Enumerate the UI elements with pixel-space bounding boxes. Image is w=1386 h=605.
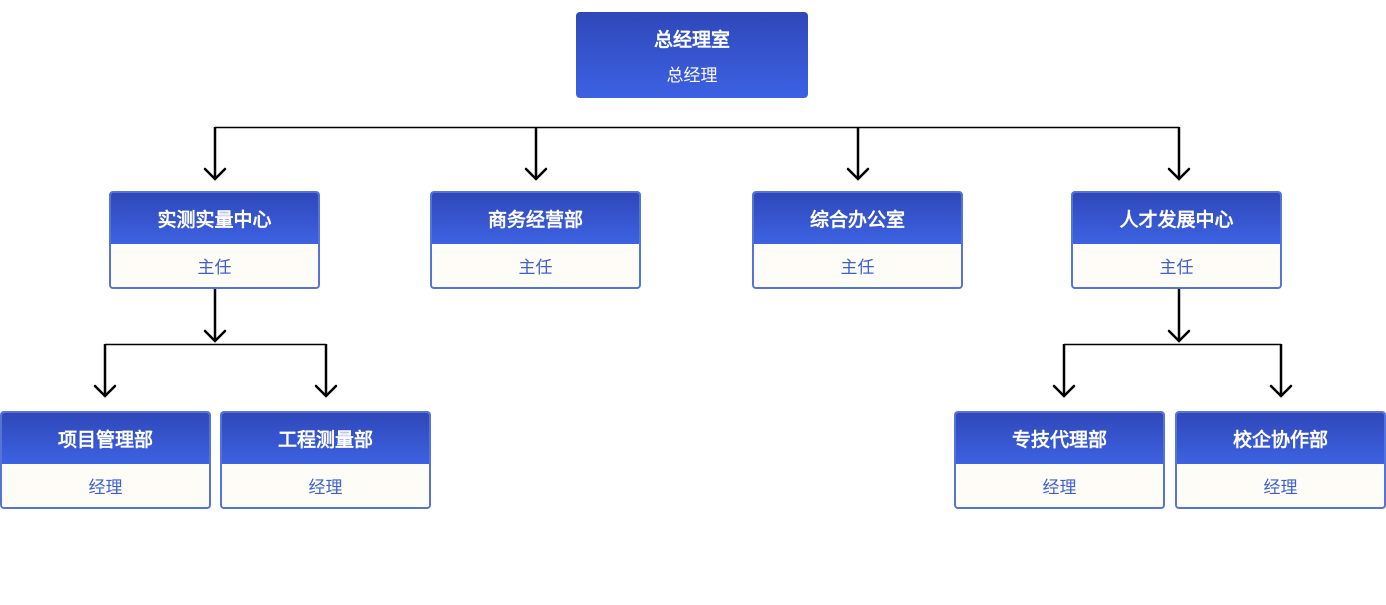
arrow-level-2-1-head (524, 167, 548, 181)
arrow-level-2-0-head (203, 167, 227, 181)
arrow-right-0-head (1052, 384, 1076, 398)
node-role: 主任 (518, 258, 553, 278)
node-title: 校企协作部 (1177, 413, 1384, 464)
node-title: 实测实量中心 (111, 193, 318, 244)
arrow-left-1-head (314, 384, 338, 398)
node-role: 经理 (1263, 478, 1298, 498)
node-title: 总经理室 (653, 28, 730, 51)
node-talent-center: 人才发展中心 主任 (1071, 191, 1282, 289)
node-title: 商务经营部 (432, 193, 639, 244)
arrow-right-trunk-head (1167, 329, 1191, 343)
node-title: 项目管理部 (2, 413, 209, 464)
arrow-level-2-2-head (846, 167, 870, 181)
node-role: 主任 (197, 258, 232, 278)
arrow-level-2-3-head (1167, 167, 1191, 181)
arrow-left-0-head (93, 384, 117, 398)
node-business-department: 商务经营部 主任 (430, 191, 641, 289)
node-engineering-survey: 工程测量部 经理 (220, 411, 431, 509)
node-agency-department: 专技代理部 经理 (954, 411, 1165, 509)
arrow-right-1-head (1269, 384, 1293, 398)
node-role: 经理 (1042, 478, 1077, 498)
node-role: 经理 (88, 478, 123, 498)
node-title: 工程测量部 (222, 413, 429, 464)
node-general-office: 综合办公室 主任 (752, 191, 963, 289)
node-role: 经理 (308, 478, 343, 498)
node-measurement-center: 实测实量中心 主任 (109, 191, 320, 289)
node-school-enterprise: 校企协作部 经理 (1175, 411, 1386, 509)
node-role: 总经理 (666, 65, 718, 86)
node-title: 综合办公室 (754, 193, 961, 244)
node-title: 专技代理部 (956, 413, 1163, 464)
node-general-manager-office: 总经理室 总经理 (576, 12, 808, 98)
node-role: 主任 (840, 258, 875, 278)
node-role: 主任 (1159, 258, 1194, 278)
node-title: 人才发展中心 (1073, 193, 1280, 244)
arrow-left-trunk-head (203, 329, 227, 343)
node-project-management: 项目管理部 经理 (0, 411, 211, 509)
